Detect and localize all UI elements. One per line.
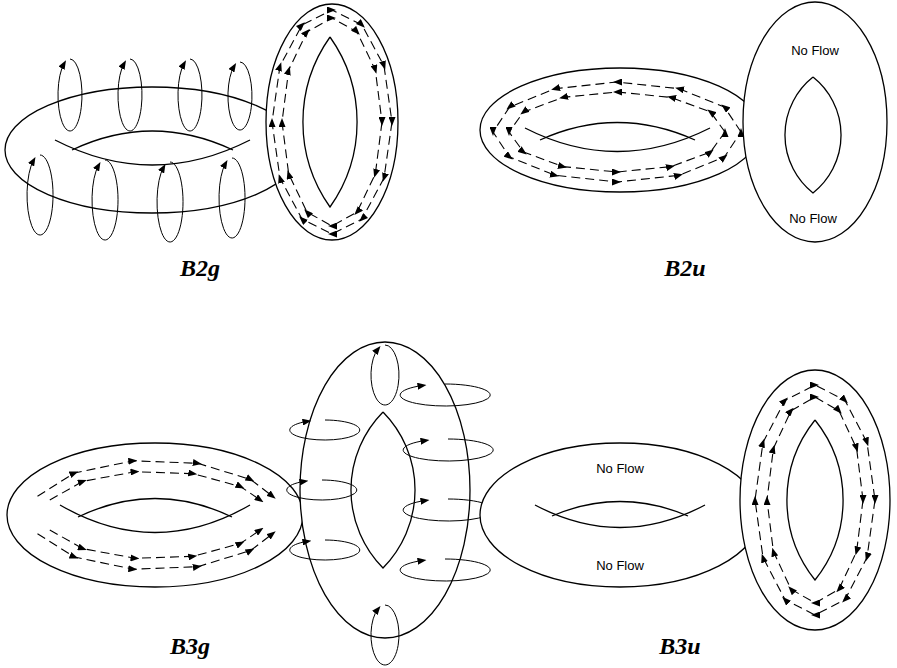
torus-hole — [552, 502, 688, 517]
no-flow-label: No Flow — [596, 558, 644, 573]
poloidal-flow — [371, 605, 399, 665]
poloidal-flow — [290, 420, 360, 440]
mode-caption: B3g — [170, 633, 210, 660]
torus-hole — [785, 77, 841, 193]
torus-hole — [78, 499, 232, 518]
horizontal-torus — [7, 443, 303, 587]
vertical-torus — [266, 4, 398, 240]
toroidal-flow — [50, 472, 260, 500]
torus-hole — [303, 37, 357, 207]
poloidal-flow — [287, 480, 357, 500]
torus-hole — [787, 420, 843, 580]
torus-hole — [60, 505, 250, 533]
poloidal-flow — [58, 59, 82, 131]
torus-hole — [55, 140, 250, 165]
b3u-figure — [480, 370, 890, 630]
horizontal-torus — [5, 87, 299, 213]
toroidal-flow — [767, 397, 863, 603]
no-flow-label: No Flow — [789, 211, 837, 226]
poloidal-flow — [228, 62, 252, 130]
b2g-figure — [5, 4, 398, 242]
toroidal-flow — [50, 530, 260, 558]
poloidal-flow — [178, 59, 202, 131]
mode-caption: B3u — [659, 633, 700, 660]
toroidal-flow — [509, 92, 725, 172]
poloidal-flow — [118, 59, 142, 131]
poloidal-flow — [403, 439, 493, 461]
mode-caption: B2u — [664, 255, 705, 282]
torus-hole — [351, 412, 415, 568]
toroidal-flow — [282, 18, 382, 226]
toroidal-flow — [272, 10, 392, 234]
poloidal-flow — [400, 384, 490, 406]
poloidal-flow — [92, 160, 118, 240]
poloidal-flow — [219, 158, 245, 238]
poloidal-flow — [371, 345, 399, 405]
torus-hole — [535, 505, 705, 528]
mode-caption: B2g — [180, 255, 220, 282]
poloidal-flow — [157, 162, 183, 242]
torus-hole — [525, 128, 710, 152]
torus-hole — [72, 131, 233, 150]
toroidal-flow — [755, 385, 875, 615]
b3g-figure — [7, 342, 493, 665]
poloidal-flow — [400, 559, 490, 581]
toroidal-flow — [38, 461, 273, 496]
toroidal-flow — [493, 82, 741, 182]
horizontal-torus — [480, 68, 760, 192]
torus-hole — [540, 123, 695, 141]
vertical-torus — [300, 342, 470, 638]
poloidal-flow — [27, 155, 53, 235]
horizontal-torus — [480, 443, 760, 587]
b2u-figure — [480, 2, 887, 242]
no-flow-label: No Flow — [596, 461, 644, 476]
toroidal-flow — [38, 534, 273, 569]
no-flow-label: No Flow — [791, 43, 839, 58]
poloidal-flow — [290, 540, 360, 560]
vertical-torus — [740, 370, 890, 630]
vertical-torus — [743, 2, 887, 242]
